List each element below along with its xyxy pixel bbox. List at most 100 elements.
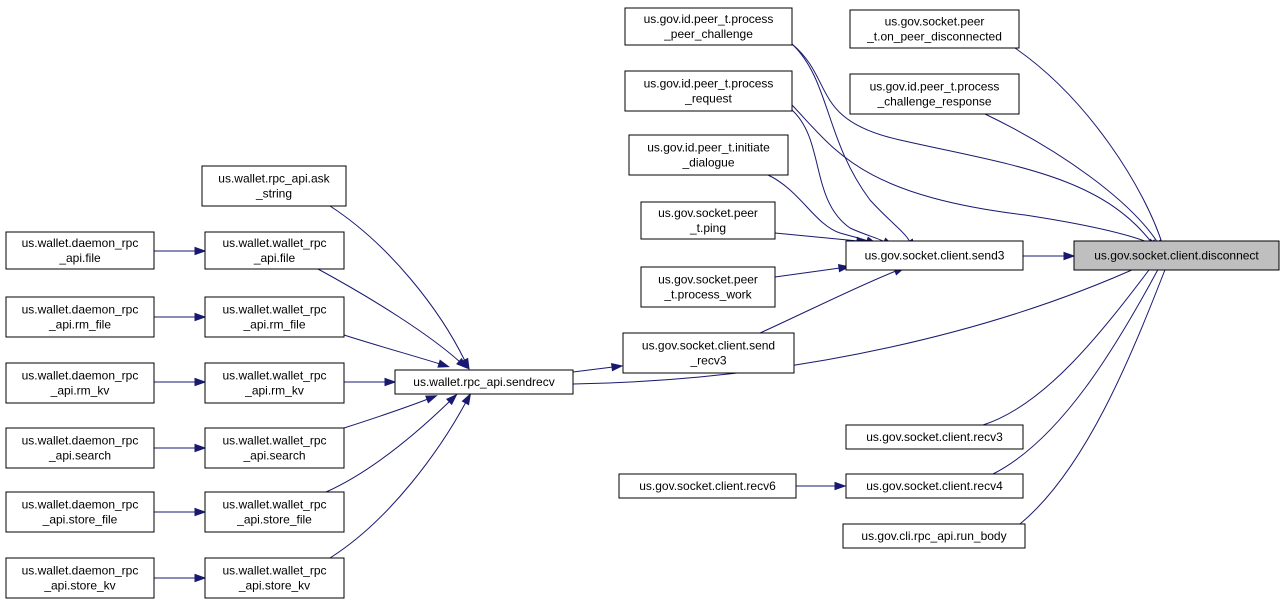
node-label: us.wallet.wallet_rpc bbox=[222, 498, 326, 512]
node-sendrecv[interactable]: us.wallet.rpc_api.sendrecv bbox=[394, 369, 574, 395]
node-ping[interactable]: us.gov.socket.peer_t.ping bbox=[640, 201, 776, 240]
node-w_rmkv[interactable]: us.wallet.wallet_rpc_api.rm_kv bbox=[204, 362, 345, 404]
edge-onpeerdisc-to-disconnect bbox=[1014, 47, 1166, 253]
node-label: us.wallet.wallet_rpc bbox=[222, 303, 326, 317]
node-label: _api.store_file bbox=[236, 513, 312, 527]
arrowhead-icon bbox=[194, 443, 207, 453]
node-initdialogue[interactable]: us.gov.id.peer_t.initiate_dialogue bbox=[628, 134, 789, 176]
edge-w_rmkv-to-sendrecv bbox=[344, 377, 397, 387]
arrowhead-icon bbox=[461, 392, 472, 406]
node-w_search[interactable]: us.wallet.wallet_rpc_api.search bbox=[204, 427, 345, 469]
node-label: us.gov.cli.rpc_api.run_body bbox=[861, 529, 1006, 543]
node-d_rmfile[interactable]: us.wallet.daemon_rpc_api.rm_file bbox=[5, 296, 155, 338]
node-label: us.gov.socket.client.recv6 bbox=[639, 479, 776, 493]
node-box bbox=[204, 557, 345, 599]
node-label: _api.file bbox=[253, 251, 296, 265]
node-procrequest[interactable]: us.gov.id.peer_t.process_request bbox=[624, 70, 793, 112]
node-label: us.wallet.daemon_rpc bbox=[22, 498, 139, 512]
edge-recv3-to-disconnect bbox=[982, 253, 1162, 426]
node-box bbox=[204, 427, 345, 469]
node-box bbox=[622, 332, 795, 374]
edge-w_storefile-to-sendrecv bbox=[325, 393, 458, 493]
node-w_rmfile[interactable]: us.wallet.wallet_rpc_api.rm_file bbox=[204, 296, 345, 338]
node-label: _api.file bbox=[58, 251, 101, 265]
node-label: _api.store_kv bbox=[238, 579, 310, 593]
node-label: us.gov.id.peer_t.process bbox=[870, 80, 1000, 94]
node-d_storefile[interactable]: us.wallet.daemon_rpc_api.store_file bbox=[5, 491, 155, 533]
node-box bbox=[628, 134, 789, 176]
node-d_rmkv[interactable]: us.wallet.daemon_rpc_api.rm_kv bbox=[5, 362, 155, 404]
node-d_file[interactable]: us.wallet.daemon_rpc_api.file bbox=[5, 231, 155, 270]
nodes-layer: us.gov.socket.client.disconnect us.gov.so… bbox=[5, 7, 1280, 599]
node-label: _api.rm_kv bbox=[50, 384, 110, 398]
node-disconnect[interactable]: us.gov.socket.client.disconnect bbox=[1073, 240, 1280, 271]
node-label: _peer_challenge bbox=[663, 27, 753, 41]
node-label: us.wallet.daemon_rpc bbox=[22, 434, 139, 448]
edge-sendrecv-to-sendrecv3 bbox=[572, 363, 624, 373]
node-chalresp[interactable]: us.gov.id.peer_t.process_challenge_respo… bbox=[849, 73, 1020, 115]
edge-sendrecv3-to-send3 bbox=[759, 267, 906, 334]
node-label: _api.search bbox=[48, 449, 111, 463]
node-label: us.wallet.daemon_rpc bbox=[22, 303, 139, 317]
edge-runbody-to-disconnect bbox=[1019, 252, 1172, 525]
node-label: us.gov.id.peer_t.process bbox=[644, 12, 774, 26]
node-box bbox=[640, 266, 776, 308]
node-box bbox=[624, 7, 793, 46]
edge-d_file-to-w_file bbox=[154, 246, 207, 256]
node-label: us.gov.socket.peer bbox=[885, 15, 985, 29]
node-recv6[interactable]: us.gov.socket.client.recv6 bbox=[618, 473, 797, 499]
node-label: us.wallet.wallet_rpc bbox=[222, 369, 326, 383]
arrowhead-icon bbox=[425, 395, 438, 404]
node-runbody[interactable]: us.gov.cli.rpc_api.run_body bbox=[842, 523, 1026, 549]
node-label: _recv3 bbox=[689, 354, 726, 368]
edge-procrequest-to-disconnect bbox=[791, 104, 1160, 247]
arrowhead-icon bbox=[456, 357, 468, 369]
node-recv4[interactable]: us.gov.socket.client.recv4 bbox=[845, 473, 1024, 499]
node-label: _t.ping bbox=[689, 221, 726, 235]
node-box bbox=[845, 240, 1024, 271]
node-label: _challenge_response bbox=[876, 95, 991, 109]
node-w_storekv[interactable]: us.wallet.wallet_rpc_api.store_kv bbox=[204, 557, 345, 599]
node-label: us.wallet.rpc_api.ask bbox=[218, 172, 330, 186]
edge-d_search-to-w_search bbox=[154, 443, 207, 453]
node-label: _dialogue bbox=[681, 156, 734, 170]
node-w_file[interactable]: us.wallet.wallet_rpc_api.file bbox=[204, 231, 345, 270]
node-box bbox=[204, 296, 345, 338]
node-askstring[interactable]: us.wallet.rpc_api.ask_string bbox=[201, 165, 347, 207]
node-label: _api.rm_file bbox=[242, 318, 305, 332]
edge-w_file-to-sendrecv bbox=[317, 268, 468, 369]
node-d_storekv[interactable]: us.wallet.daemon_rpc_api.store_kv bbox=[5, 557, 155, 599]
arrowhead-icon bbox=[446, 393, 458, 406]
node-box bbox=[845, 473, 1024, 499]
node-d_search[interactable]: us.wallet.daemon_rpc_api.search bbox=[5, 427, 155, 469]
arrowhead-icon bbox=[384, 377, 397, 387]
node-peerchal[interactable]: us.gov.id.peer_t.process_peer_challenge bbox=[624, 7, 793, 46]
node-procwork[interactable]: us.gov.socket.peer_t.process_work bbox=[640, 266, 776, 308]
node-box bbox=[5, 427, 155, 469]
node-label: us.wallet.wallet_rpc bbox=[222, 564, 326, 578]
node-box bbox=[845, 424, 1024, 450]
node-box bbox=[201, 165, 347, 207]
node-label: us.gov.socket.client.recv3 bbox=[866, 430, 1003, 444]
node-box bbox=[842, 523, 1026, 549]
node-label: _api.store_kv bbox=[43, 579, 115, 593]
node-label: us.gov.socket.peer bbox=[658, 206, 758, 220]
arrowhead-icon bbox=[834, 481, 847, 491]
node-w_storefile[interactable]: us.wallet.wallet_rpc_api.store_file bbox=[204, 491, 345, 533]
node-box bbox=[624, 70, 793, 112]
edge-d_storefile-to-w_storefile bbox=[154, 507, 207, 517]
edge-send3-to-disconnect bbox=[1023, 251, 1076, 261]
node-recv3[interactable]: us.gov.socket.client.recv3 bbox=[845, 424, 1024, 450]
node-label: _api.rm_kv bbox=[244, 384, 304, 398]
node-box bbox=[204, 231, 345, 270]
arrowhead-icon bbox=[1063, 251, 1076, 261]
node-label: us.gov.socket.client.recv4 bbox=[866, 479, 1003, 493]
node-label: _api.store_file bbox=[42, 513, 118, 527]
node-label: us.wallet.daemon_rpc bbox=[22, 236, 139, 250]
arrowhead-icon bbox=[194, 507, 207, 517]
node-send3[interactable]: us.gov.socket.client.send3 bbox=[845, 240, 1024, 271]
node-sendrecv3[interactable]: us.gov.socket.client.send_recv3 bbox=[622, 332, 795, 374]
node-onpeerdisc[interactable]: us.gov.socket.peer_t.on_peer_disconnecte… bbox=[849, 9, 1020, 49]
arrowhead-icon bbox=[194, 312, 207, 322]
node-box bbox=[849, 9, 1020, 49]
